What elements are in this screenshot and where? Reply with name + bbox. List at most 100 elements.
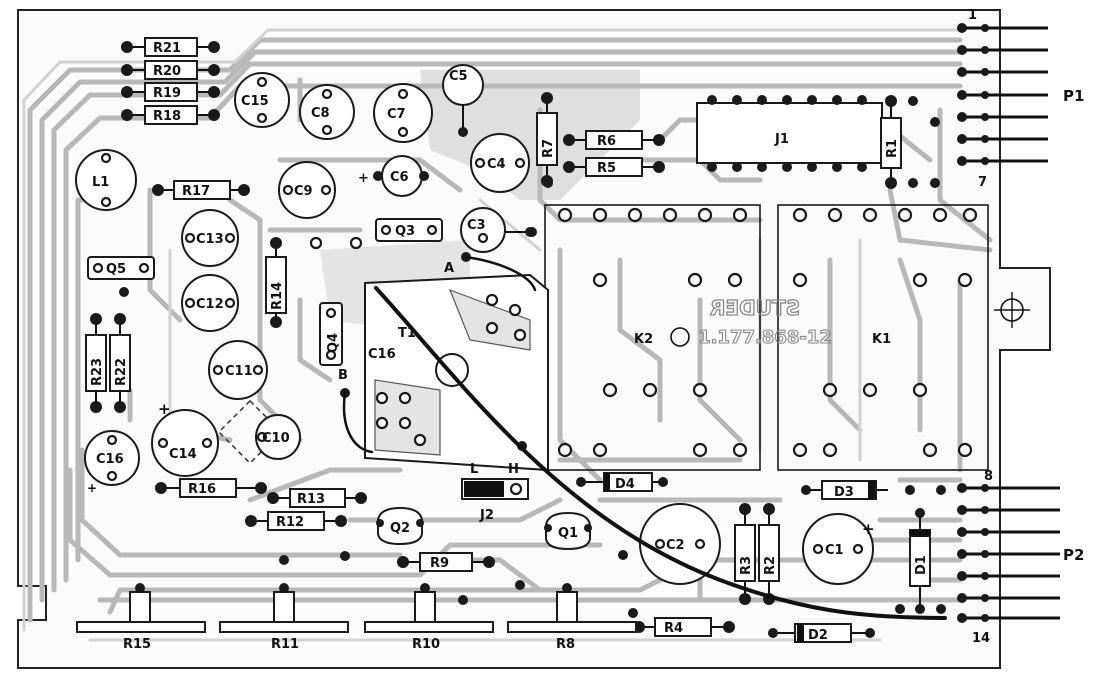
- diode-d2-label: D2: [808, 628, 828, 643]
- relay-k1-label: K1: [872, 332, 891, 347]
- inductor-l1: L1: [75, 149, 137, 211]
- resistor-r20-label: R20: [153, 64, 181, 79]
- capacitor-c16-center-label: C16: [368, 347, 396, 362]
- capacitor-c8: C8: [299, 84, 355, 140]
- trimmer-r15-label: R15: [123, 637, 151, 652]
- resistor-r22-label: R22: [114, 358, 129, 386]
- connector-p2-first-pin: 8: [984, 469, 993, 484]
- diode-d2: D2: [768, 623, 875, 643]
- resistor-r1-label: R1: [885, 139, 900, 158]
- resistor-r21-label: R21: [153, 41, 181, 56]
- resistor-r9-label: R9: [430, 556, 449, 571]
- resistor-r16-label: R16: [188, 482, 216, 497]
- transistor-q1-label: Q1: [558, 526, 578, 541]
- transistor-q4: Q4: [319, 302, 343, 366]
- transistor-q4-label: Q4: [326, 333, 341, 353]
- capacitor-c1: C1 +: [802, 513, 875, 585]
- resistor-r1: R1: [880, 95, 902, 189]
- diode-d4-label: D4: [615, 477, 635, 492]
- resistor-r18: R18: [121, 105, 220, 125]
- resistor-r9: R9: [397, 552, 495, 572]
- capacitor-c7: C7: [373, 83, 433, 143]
- resistor-r23-label: R23: [90, 358, 105, 386]
- resistor-r23: R23: [85, 313, 107, 413]
- connector-p2-last-pin: 14: [972, 631, 990, 646]
- resistor-r14-label: R14: [270, 282, 285, 310]
- transistor-q1: Q1: [544, 511, 592, 551]
- connector-p1-label: P1: [1063, 87, 1084, 105]
- capacitor-c14: C14 +: [151, 400, 219, 477]
- test-point-a-label: A: [444, 261, 454, 276]
- mounting-hole-icon: [994, 292, 1030, 328]
- capacitor-c16-left-polarity: +: [87, 481, 97, 495]
- capacitor-c13: C13: [181, 209, 239, 267]
- capacitor-c15: C15: [234, 72, 290, 128]
- connector-p1-last-pin: 7: [978, 175, 987, 190]
- resistor-r5: R5: [563, 157, 665, 177]
- resistor-r22: R22: [109, 313, 131, 413]
- resistor-r4-label: R4: [664, 621, 683, 636]
- capacitor-c10-label: C10: [262, 431, 290, 446]
- inductor-l1-label: L1: [92, 175, 109, 190]
- capacitor-c7-label: C7: [387, 107, 406, 122]
- capacitor-c6-polarity: +: [358, 171, 369, 186]
- trimmer-r8: R8: [507, 583, 637, 652]
- resistor-r7-label: R7: [541, 139, 556, 158]
- capacitor-c15-label: C15: [241, 94, 269, 109]
- part-number-text: 1.177.868-12: [698, 327, 832, 348]
- transistor-q5-label: Q5: [106, 262, 126, 277]
- jumper-j2-label: J2: [479, 508, 494, 523]
- resistor-r12: R12: [245, 511, 347, 531]
- resistor-r6: R6: [563, 130, 665, 150]
- resistor-r13-label: R13: [297, 492, 325, 507]
- resistor-r3-label: R3: [739, 556, 754, 575]
- diode-d3: D3: [801, 480, 915, 500]
- capacitor-c12: C12: [181, 274, 239, 332]
- trimmer-r8-label: R8: [556, 637, 575, 652]
- test-point-b-label: B: [338, 368, 348, 383]
- diode-d4: D4: [576, 472, 668, 492]
- relay-k1: K1: [777, 204, 989, 471]
- capacitor-c14-label: C14: [169, 447, 197, 462]
- transistor-q3-label: Q3: [395, 224, 415, 239]
- connector-p1-first-pin: 1: [968, 8, 977, 23]
- capacitor-c2-label: C2: [666, 538, 685, 553]
- relay-pads: [557, 207, 978, 458]
- resistor-r19: R19: [121, 82, 220, 102]
- transistor-q3: Q3: [375, 218, 443, 242]
- capacitor-c13-label: C13: [196, 232, 224, 247]
- capacitor-c10: C10: [217, 399, 301, 465]
- jumper-j2-left-label: L: [470, 462, 478, 477]
- capacitor-c3: C3: [460, 207, 537, 253]
- capacitor-c5: C5: [442, 64, 484, 137]
- diode-d3-label: D3: [834, 485, 854, 500]
- capacitor-c11-label: C11: [225, 364, 253, 379]
- capacitor-c14-polarity: +: [158, 400, 171, 418]
- capacitor-c6: C6 +: [358, 155, 429, 197]
- connector-p1: P1 1 7: [957, 8, 1084, 190]
- resistor-r6-label: R6: [597, 134, 616, 149]
- capacitor-c2: C2: [639, 503, 721, 585]
- diode-d1: D1: [909, 508, 931, 614]
- resistor-r21: R21: [121, 37, 220, 57]
- ic-j1: J1: [696, 95, 883, 172]
- transformer-t1: T1 C16: [364, 273, 549, 472]
- capacitor-c16-left-label: C16: [96, 452, 124, 467]
- resistor-r5-label: R5: [597, 161, 616, 176]
- resistor-r4: R4: [633, 617, 735, 637]
- jumper-j2: L H J2: [461, 462, 529, 523]
- trimmer-r11: R11: [219, 583, 349, 652]
- trimmer-r11-label: R11: [271, 637, 299, 652]
- transistor-q2: Q2: [376, 506, 424, 546]
- maker-text: STUDER: [710, 296, 800, 320]
- transistor-q2-label: Q2: [390, 521, 410, 536]
- resistor-r3: R3: [734, 503, 756, 605]
- capacitor-c1-label: C1: [825, 543, 844, 558]
- resistor-r13: R13: [267, 488, 367, 508]
- capacitor-c3-label: C3: [467, 218, 486, 233]
- capacitor-c16-left: C16 +: [84, 430, 140, 495]
- misc-pads: [279, 96, 946, 618]
- jumper-wire-a: [464, 255, 537, 292]
- resistor-r17-label: R17: [182, 184, 210, 199]
